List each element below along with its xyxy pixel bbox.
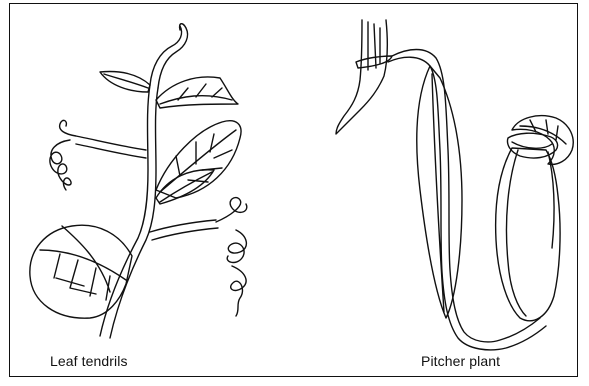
right-branch	[150, 220, 216, 232]
caption-leaf-tendrils: Leaf tendrils	[50, 353, 128, 369]
pitcher-body	[496, 148, 560, 321]
left-branch	[60, 120, 146, 150]
pitcher-plant-drawing	[336, 20, 573, 350]
upper-right-leaf	[156, 77, 238, 108]
top-tendril-inner	[150, 26, 182, 85]
left-tendril-coil	[50, 140, 71, 190]
pitcher-tendril-outer	[392, 50, 540, 342]
right-tendril-coil	[216, 198, 247, 316]
top-tendril	[158, 24, 188, 88]
main-stem	[100, 85, 150, 336]
leaf-blade	[417, 66, 462, 318]
caption-pitcher-plant: Pitcher plant	[421, 353, 500, 369]
leaf-tendrils-drawing	[30, 24, 247, 338]
lower-left-leaf	[30, 225, 132, 318]
pitcher-tendril-inner	[388, 57, 546, 350]
